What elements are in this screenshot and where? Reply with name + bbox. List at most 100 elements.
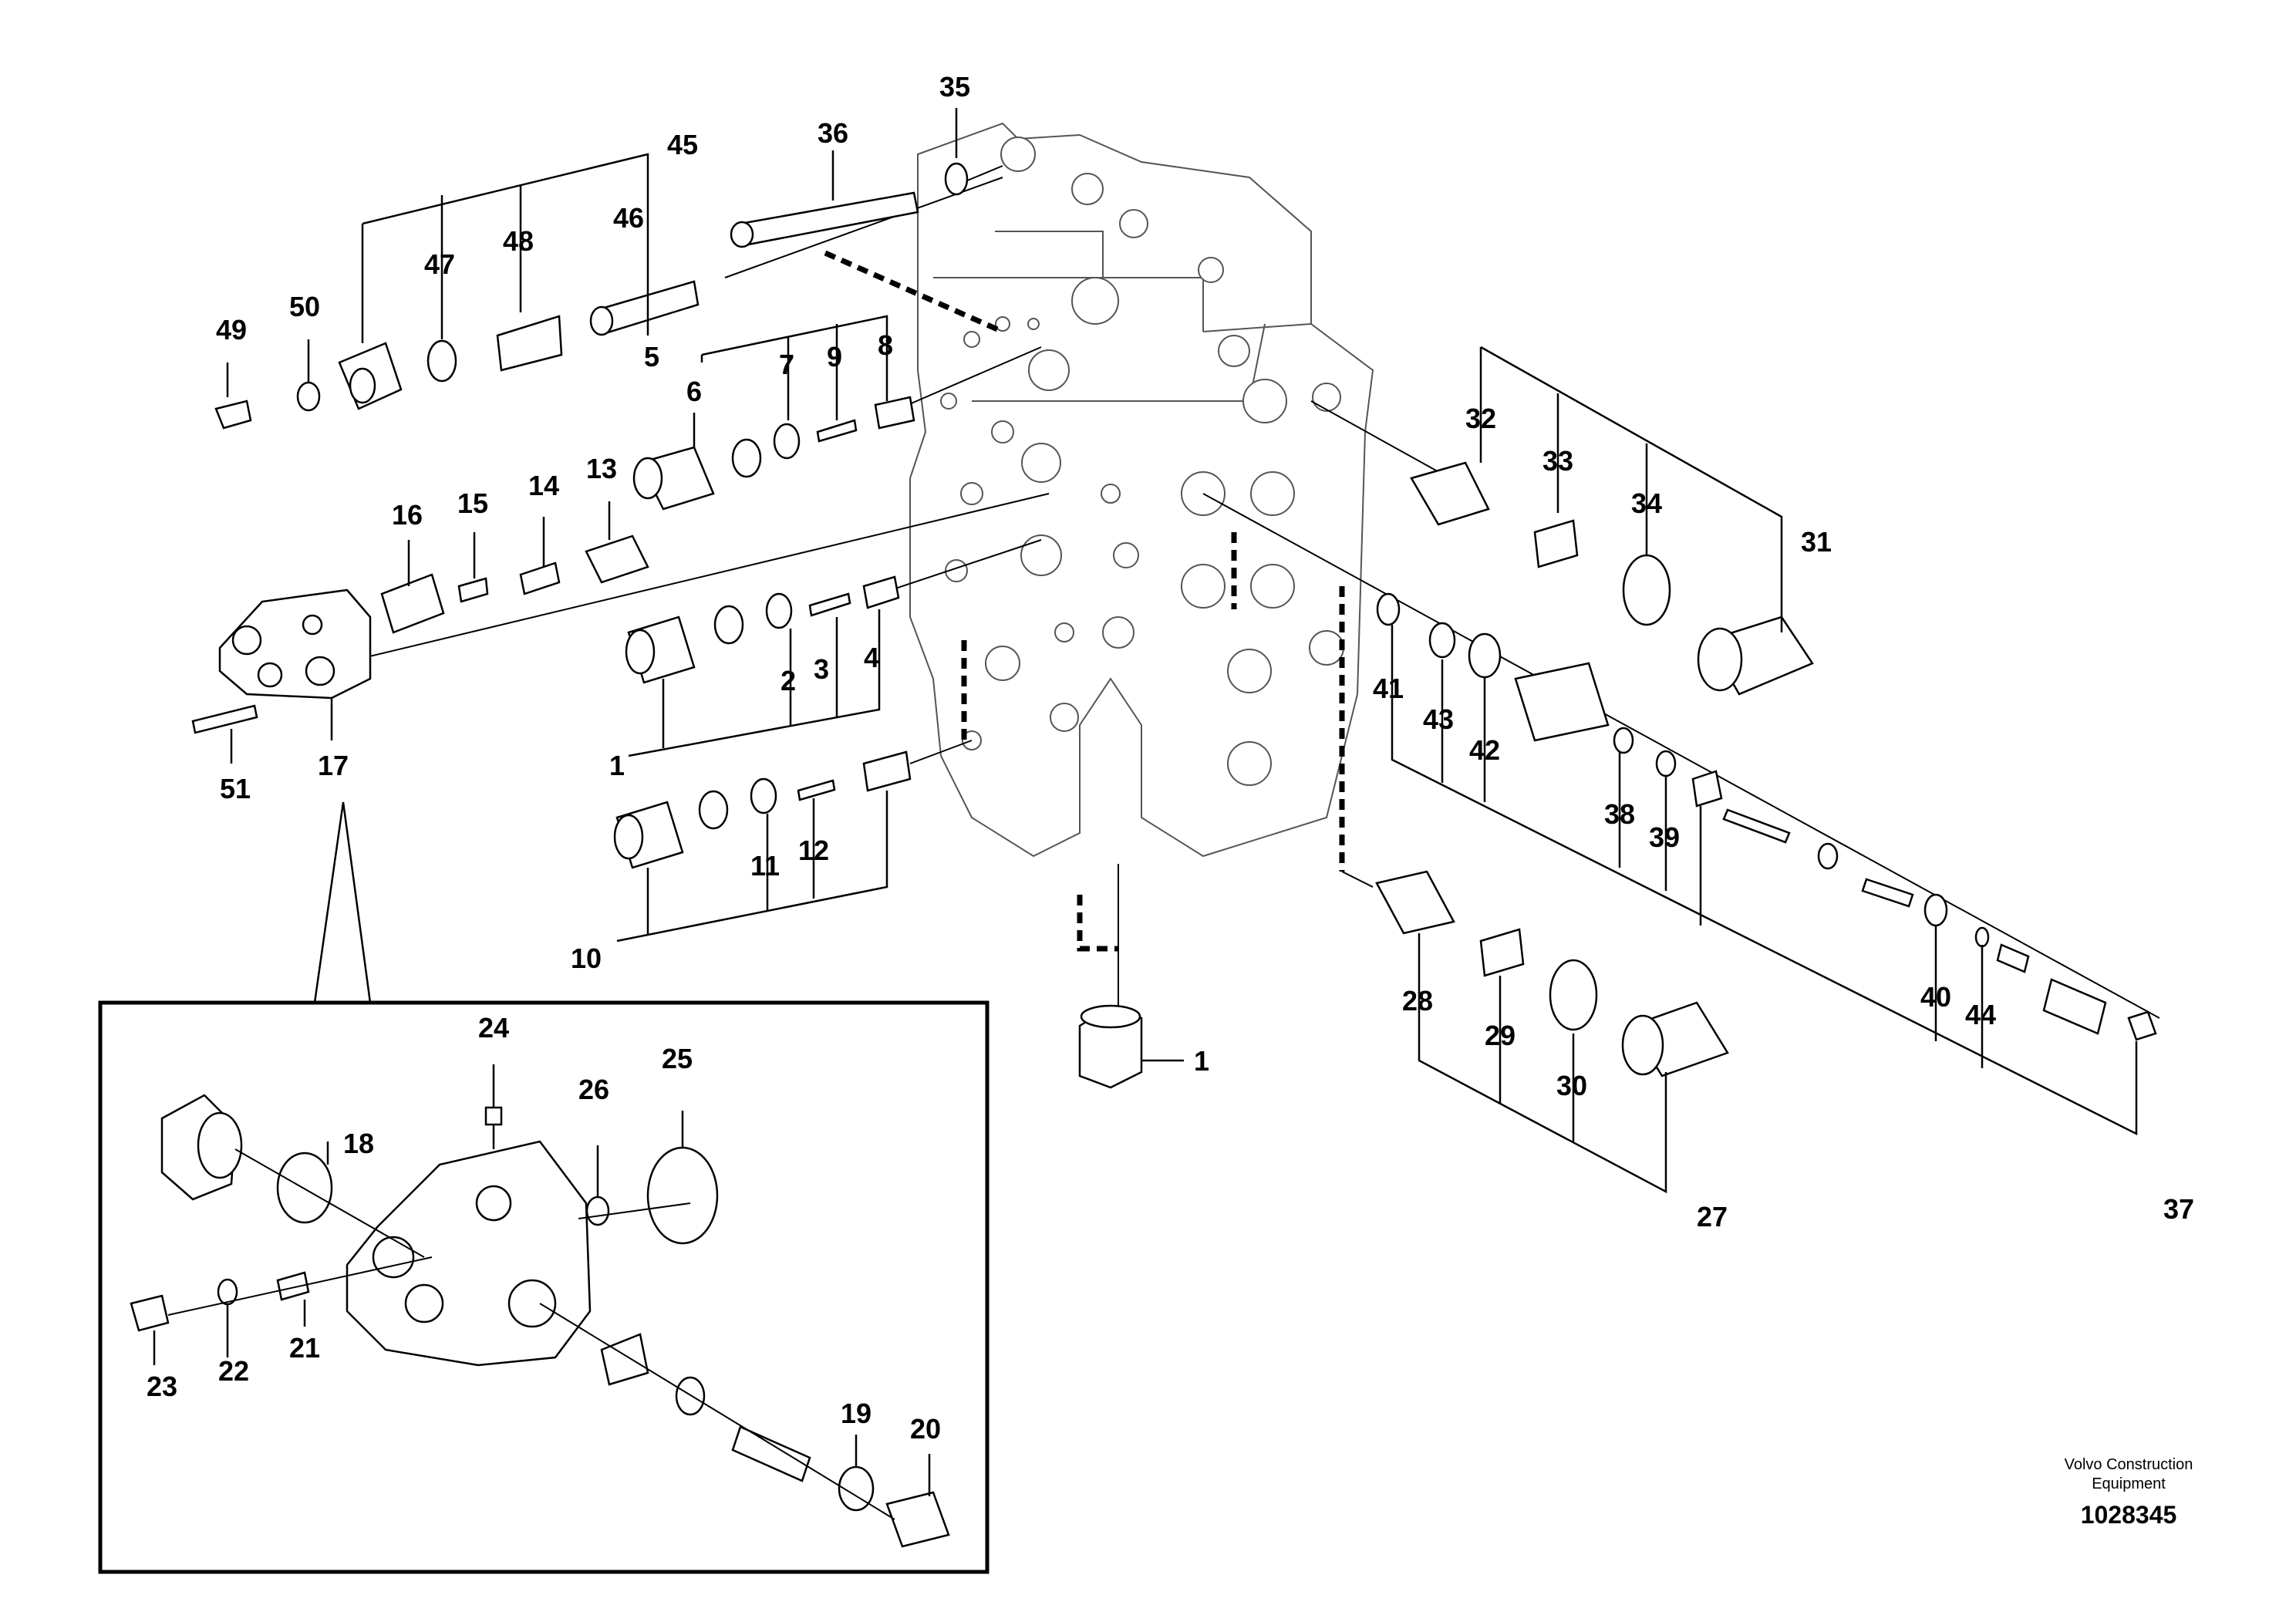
callout-7: 7 — [779, 349, 794, 380]
spring-48-drawing — [496, 315, 563, 372]
callout-42: 42 — [1469, 734, 1500, 766]
valve-body — [909, 122, 1374, 858]
plug-drawing — [2042, 978, 2107, 1035]
block-17-drawing — [218, 588, 372, 700]
brand-line-1: Volvo Construction — [2065, 1456, 2193, 1473]
oring-47-drawing — [426, 339, 457, 383]
callout-1-bottom: 1 — [1194, 1045, 1209, 1077]
callout-27: 27 — [1697, 1201, 1728, 1233]
plug-27-drawing — [1621, 1001, 1729, 1077]
seat-drawing — [1691, 770, 1723, 808]
oring-42-drawing — [1468, 632, 1502, 679]
callout-2: 2 — [781, 665, 796, 696]
spring-15-drawing — [457, 577, 489, 603]
oring-7-drawing — [773, 423, 801, 460]
washer-35-drawing — [944, 162, 969, 196]
bolt-51-drawing — [191, 704, 258, 734]
callout-15: 15 — [457, 487, 488, 519]
oring-34-drawing — [1622, 554, 1671, 626]
sleeve-16-drawing — [380, 573, 445, 634]
callout-22: 22 — [218, 1355, 249, 1387]
callout-6: 6 — [686, 376, 702, 407]
bolt-36-drawing — [730, 191, 919, 248]
spring-12-drawing — [797, 779, 836, 801]
plug-6-drawing — [632, 446, 715, 511]
oring-drawing — [731, 438, 762, 478]
poppet-21-drawing — [276, 1271, 310, 1301]
oring-38-drawing — [1613, 727, 1634, 754]
callout-1: 1 — [609, 750, 625, 781]
callout-labels: 35 36 45 46 47 48 49 50 5 6 7 9 8 13 14 … — [147, 71, 2194, 1445]
callout-25: 25 — [662, 1043, 693, 1074]
oring-41-drawing — [1376, 592, 1401, 626]
callout-38: 38 — [1604, 798, 1635, 830]
callout-19: 19 — [841, 1398, 872, 1429]
callout-33: 33 — [1542, 445, 1573, 477]
callout-48: 48 — [503, 225, 534, 257]
spring-33-drawing — [1533, 519, 1579, 568]
callout-31: 31 — [1801, 526, 1832, 558]
cap-45-drawing — [338, 342, 403, 410]
spring-3-drawing — [808, 592, 851, 617]
spring-29-drawing — [1479, 928, 1525, 977]
callout-11: 11 — [750, 850, 780, 882]
callout-8: 8 — [878, 329, 893, 361]
callout-40: 40 — [1920, 981, 1951, 1013]
nut-drawing — [2127, 1010, 2157, 1041]
oring-11-drawing — [750, 777, 777, 814]
oring-50-drawing — [296, 381, 321, 412]
plug-31-drawing — [1697, 615, 1814, 696]
callout-50: 50 — [289, 291, 320, 322]
poppet-drawing — [1996, 943, 2030, 973]
plug-1-bottom-drawing — [1078, 1004, 1143, 1089]
oring-18-drawing — [276, 1152, 333, 1224]
callout-51: 51 — [220, 773, 251, 804]
oring-2-drawing — [765, 592, 793, 629]
callout-9: 9 — [827, 341, 842, 373]
callout-44: 44 — [1965, 999, 1996, 1030]
callout-45: 45 — [667, 129, 698, 160]
valve-37-body-drawing — [1514, 662, 1610, 742]
callout-29: 29 — [1485, 1020, 1515, 1051]
oring-44-drawing — [1974, 926, 1990, 948]
callout-14: 14 — [528, 470, 559, 501]
oring-25-drawing — [646, 1146, 719, 1245]
callout-41: 41 — [1373, 673, 1404, 704]
pin-24-drawing — [484, 1106, 503, 1126]
poppet-14-drawing — [519, 561, 561, 595]
oring-26-drawing — [585, 1195, 610, 1226]
callout-23: 23 — [147, 1371, 177, 1402]
callout-21: 21 — [289, 1332, 320, 1364]
callout-5: 5 — [644, 341, 659, 373]
callout-43: 43 — [1423, 703, 1454, 735]
callout-30: 30 — [1556, 1070, 1587, 1101]
callout-34: 34 — [1631, 487, 1662, 519]
plug-23-drawing — [130, 1294, 170, 1332]
callout-17: 17 — [318, 750, 349, 781]
oring-39-drawing — [1655, 750, 1677, 777]
document-number: 1028345 — [2081, 1501, 2177, 1529]
poppet-8-drawing — [874, 396, 915, 430]
callout-13: 13 — [586, 453, 617, 484]
poppet-4-drawing — [862, 575, 900, 609]
callout-20: 20 — [910, 1413, 941, 1445]
callout-10: 10 — [571, 943, 602, 974]
oring-40-drawing — [1923, 893, 1948, 927]
plug-20-drawing — [885, 1491, 950, 1548]
oring-30-drawing — [1549, 959, 1598, 1031]
poppet-drawing — [862, 750, 912, 792]
plug-49-drawing — [214, 400, 252, 430]
poppet-drawing — [1722, 808, 1791, 844]
spring-drawing — [1861, 878, 1914, 908]
oring-drawing — [698, 790, 729, 830]
piston-32-drawing — [1410, 461, 1490, 526]
detail-inset — [98, 801, 990, 1574]
callout-46: 46 — [613, 202, 644, 234]
callout-12: 12 — [798, 835, 829, 866]
callout-26: 26 — [578, 1074, 609, 1105]
callout-37: 37 — [2163, 1193, 2194, 1225]
callout-18: 18 — [343, 1128, 374, 1159]
callout-47: 47 — [424, 248, 455, 280]
callout-35: 35 — [939, 71, 970, 103]
oring-22-drawing — [217, 1278, 238, 1306]
